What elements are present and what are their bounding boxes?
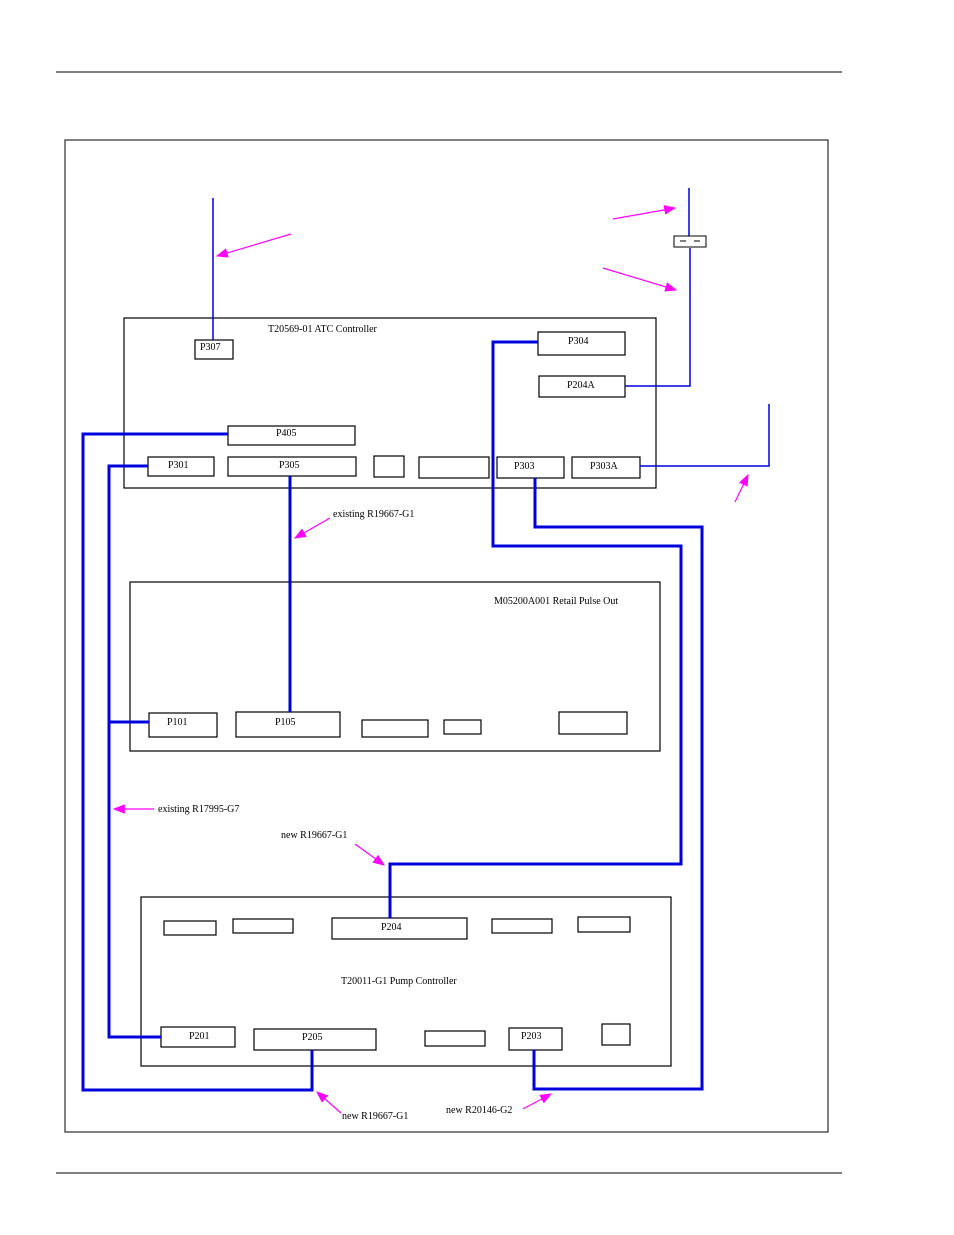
label-p303a: P303A [590, 461, 619, 472]
connector-p303a [571, 456, 641, 479]
arrow-existing-r19667 [293, 517, 331, 539]
arrow-new-r20146 [522, 1093, 553, 1110]
connector-p303 [496, 456, 565, 479]
arrow-inline-connector [602, 267, 678, 292]
label-p304: P304 [568, 336, 589, 347]
connector-unlabeled-i [577, 916, 631, 933]
connector-unlabeled-j [424, 1030, 486, 1047]
connector-unlabeled-k [601, 1023, 631, 1046]
label-p205: P205 [302, 1032, 323, 1043]
callout-existing-r19667: existing R19667-G1 [333, 509, 414, 520]
arrow-new-r19667-bottom [316, 1091, 342, 1114]
label-p203: P203 [521, 1031, 542, 1042]
wire-p301-to-p201 [107, 464, 161, 1039]
label-p405: P405 [276, 428, 297, 439]
callout-existing-r17995: existing R17995-G7 [158, 804, 239, 815]
wire-p304-to-p204 [388, 340, 683, 918]
connector-unlabeled-e [558, 711, 628, 735]
atc-board-label: T20569-01 ATC Controller [268, 324, 378, 335]
label-p201: P201 [189, 1031, 210, 1042]
wire-p303-to-p203 [532, 478, 704, 1091]
arrow-new-r19667-top [354, 843, 385, 866]
connector-p204 [331, 917, 468, 940]
connector-unlabeled-f [163, 920, 217, 936]
inline-connector [673, 235, 707, 248]
wire-p204a-lead [625, 248, 691, 387]
connector-unlabeled-g [232, 918, 294, 934]
connector-p307 [194, 339, 234, 360]
callout-new-r19667-bottom: new R19667-G1 [342, 1111, 408, 1122]
arrow-top-lead [612, 205, 677, 220]
connector-unlabeled-b [418, 456, 490, 479]
connector-p101 [148, 712, 218, 738]
label-p204a: P204A [567, 380, 596, 391]
label-p305: P305 [279, 460, 300, 471]
connector-unlabeled-c [361, 719, 429, 738]
connector-p305 [227, 456, 357, 477]
wire-p405-to-p205 [81, 432, 314, 1092]
connector-unlabeled-a [373, 455, 405, 478]
pump-board-label: T20011-G1 Pump Controller [341, 976, 457, 987]
label-p303: P303 [514, 461, 535, 472]
diagram-frame [64, 139, 829, 1133]
callout-new-r20146: new R20146-G2 [446, 1105, 512, 1116]
pulse-board-label: M05200A001 Retail Pulse Out [494, 596, 618, 607]
label-p301: P301 [168, 460, 189, 471]
callout-new-r19667-top: new R19667-G1 [281, 830, 347, 841]
label-p204: P204 [381, 922, 402, 933]
connector-unlabeled-h [491, 918, 553, 934]
arrow-p307 [215, 233, 292, 258]
connector-p105 [235, 711, 341, 738]
connector-p205 [253, 1028, 377, 1051]
label-p101: P101 [167, 717, 188, 728]
connector-unlabeled-d [443, 719, 482, 735]
label-p307: P307 [200, 342, 221, 353]
label-p105: P105 [275, 717, 296, 728]
arrow-p303a [734, 473, 749, 503]
wire-p303a-lead [640, 404, 770, 467]
